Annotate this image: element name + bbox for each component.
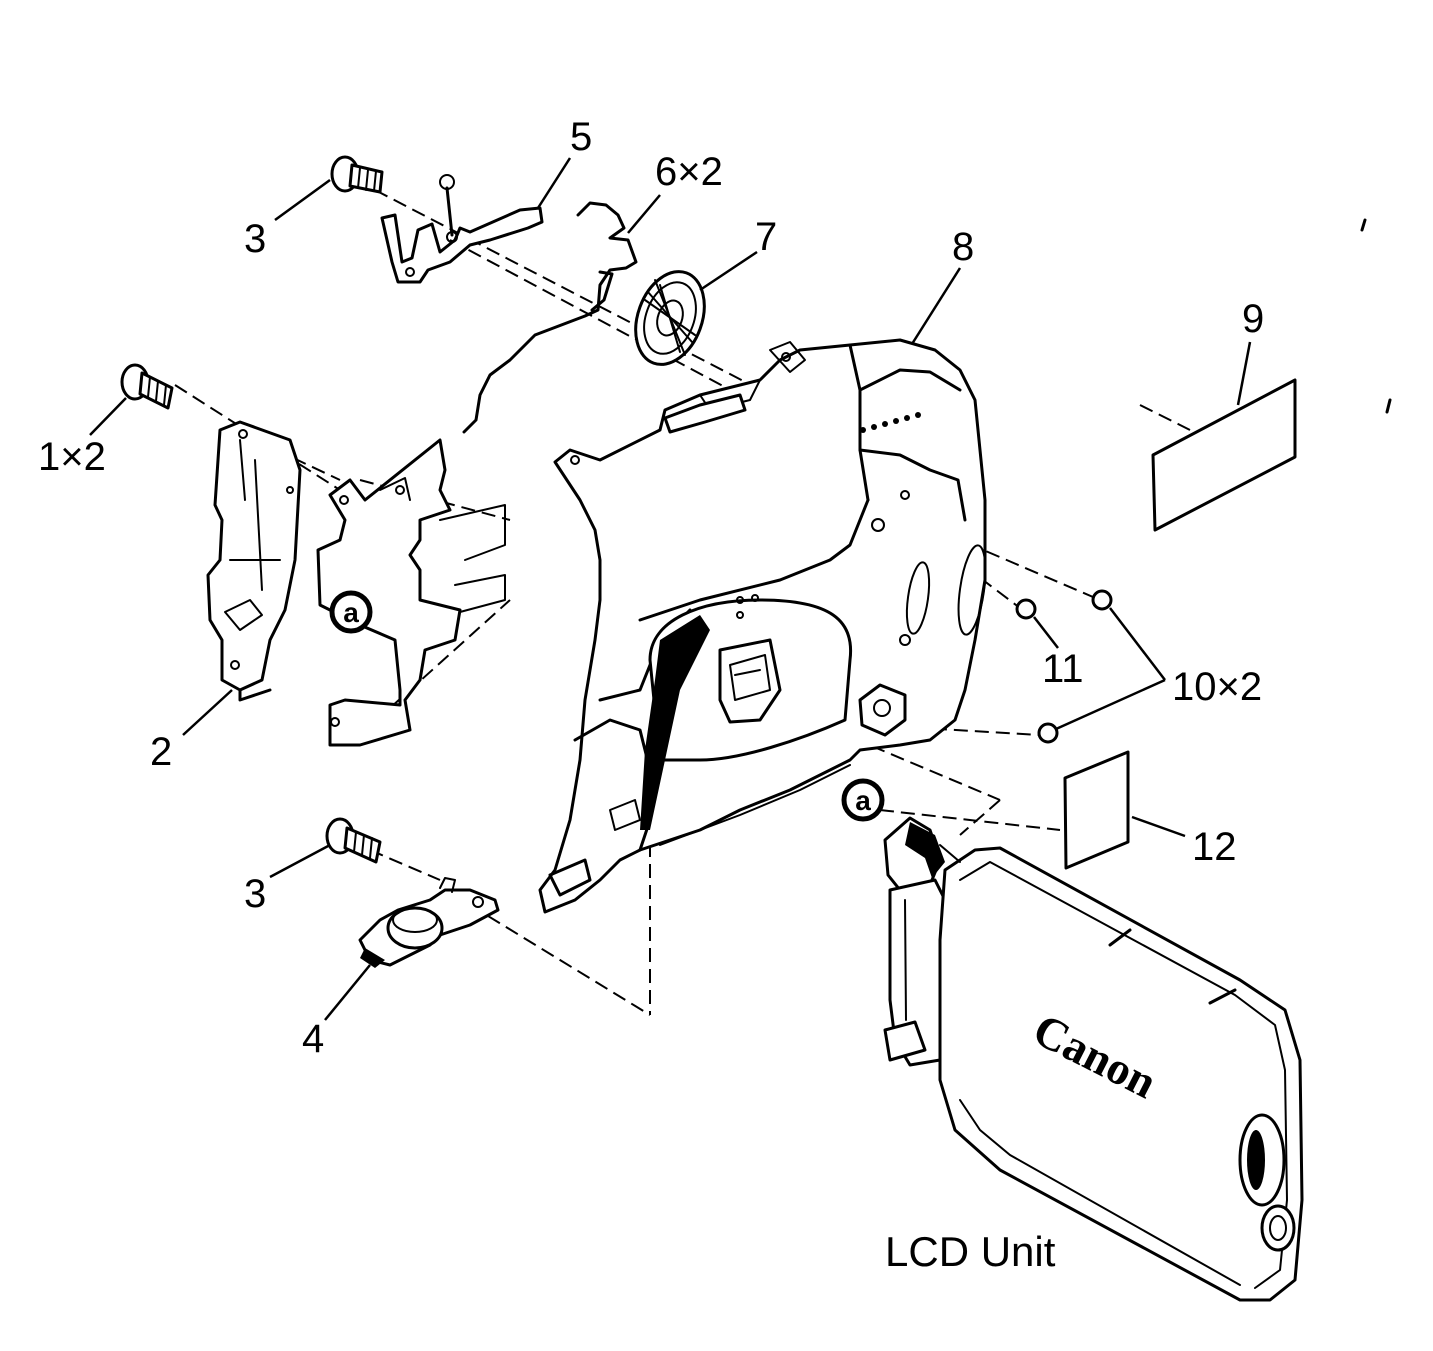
callout-1: 1×2 bbox=[38, 435, 106, 479]
callout-6: 6×2 bbox=[655, 150, 723, 194]
callout-3-bottom: 3 bbox=[244, 872, 266, 916]
part-12-pad bbox=[959, 750, 1130, 870]
part-2-bracket bbox=[206, 420, 302, 702]
lcd-unit-label: LCD Unit bbox=[885, 1228, 1056, 1275]
part-7-speaker bbox=[634, 270, 706, 366]
callout-11: 11 bbox=[1042, 647, 1084, 691]
screw-1 bbox=[120, 363, 174, 410]
callout-5: 5 bbox=[570, 115, 592, 159]
part-5-bracket bbox=[380, 174, 544, 284]
stray-mark bbox=[1360, 218, 1367, 232]
callout-12: 12 bbox=[1192, 825, 1237, 869]
leader-lines bbox=[89, 157, 1252, 1021]
callout-4: 4 bbox=[302, 1017, 324, 1061]
ref-marker-a-left: a bbox=[329, 590, 373, 634]
callout-3-top: 3 bbox=[244, 217, 266, 261]
screw-3-bottom bbox=[325, 817, 382, 864]
callouts: 1×2 2 3 3 4 5 6×2 7 8 9 10×2 11 12 bbox=[38, 115, 1264, 1061]
callout-10: 10×2 bbox=[1172, 665, 1262, 709]
callout-9: 9 bbox=[1242, 297, 1264, 341]
lcd-unit: Canon bbox=[883, 816, 1304, 1302]
part-6-wire bbox=[462, 201, 638, 434]
part-4-jack bbox=[358, 877, 500, 968]
ref-marker-a-right: a bbox=[841, 778, 885, 822]
part-8-main-body bbox=[538, 338, 987, 914]
stray-mark bbox=[1385, 398, 1392, 414]
callout-7: 7 bbox=[755, 215, 777, 259]
ref-marker-a-right-label: a bbox=[855, 785, 871, 816]
screw-3-top bbox=[330, 155, 384, 194]
ref-marker-a-left-label: a bbox=[343, 597, 359, 628]
callout-8: 8 bbox=[952, 225, 974, 269]
part-11-ring bbox=[1015, 598, 1037, 620]
callout-2: 2 bbox=[150, 730, 172, 774]
part-10-rings bbox=[1037, 589, 1113, 744]
part-9-label bbox=[1139, 378, 1297, 532]
